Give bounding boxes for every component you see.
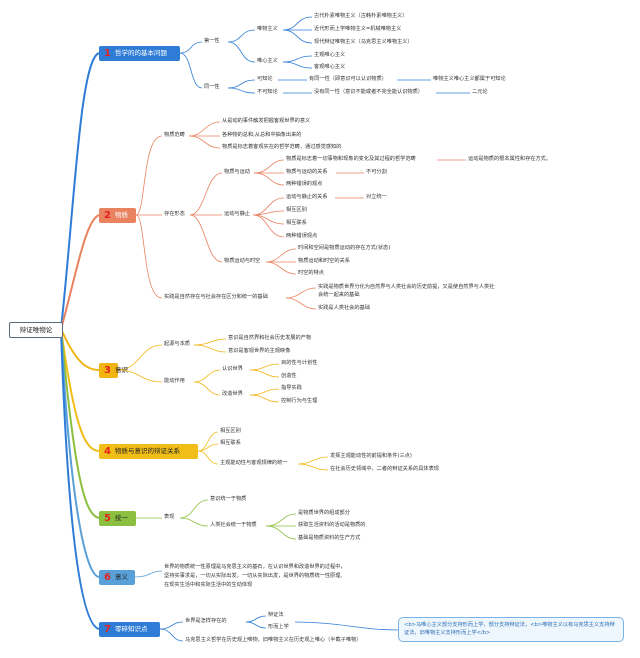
node[interactable]: 认识世界 [222,366,243,372]
node[interactable]: 辩证法 [268,612,284,618]
node[interactable]: 各种物的总和,从总和中抽象出来的 [222,132,302,138]
branch-label: 零碎知识点 [115,625,148,633]
node[interactable]: 对立统一 [366,194,387,200]
node[interactable]: 运动与静止的关系 [286,194,328,200]
node[interactable]: 在社会历史领域中，二者的辩证关系的具体表现 [330,466,439,472]
node[interactable]: 实践是人类社会的基础 [318,305,370,311]
node[interactable]: 唯物主义唯心主义都属于可知论 [433,76,506,82]
node[interactable]: 物质运动和时空的关系 [298,258,350,264]
node[interactable]: 在现实生活中和实际生活中的生动体现 [164,582,253,588]
node[interactable]: 相互区别 [286,207,307,213]
node[interactable]: 物质运动与时空 [224,258,261,264]
node[interactable]: 意识是自然界和社会历史发展的产物 [228,335,312,341]
node[interactable]: 坚持实事求是，一切从实际出发，一切从实际出发，是世界的物质统一性原理, [164,573,343,579]
node[interactable]: 从是动的事件触发把握客观世界的意义 [222,118,311,124]
node[interactable]: 意识统一于物质 [210,496,247,502]
node[interactable]: 第一性 [204,38,220,44]
node[interactable]: 时间和空间是物质运动的存在方式(状态) [298,245,391,251]
node[interactable]: 可知论 [257,76,273,82]
branch-7[interactable]: 7 零碎知识点 [99,622,160,637]
node[interactable]: 形而上学 [268,624,289,630]
branch-label: 统一 [115,514,128,522]
node[interactable]: 实践是自然存在与社会存在区分和统一的基础 [164,294,268,300]
branch-5[interactable]: 5 统一 [99,511,136,526]
node[interactable]: 相互区别 [220,428,241,434]
node[interactable]: 古代朴素唯物主义（古韩朴素唯物主义） [314,13,408,19]
node[interactable]: 意识是客观世界的主观映像 [228,348,291,354]
node[interactable]: 发挥主观能动性的前提和条件(三点) [330,453,412,459]
branch-number: 4 [104,446,111,457]
branch-6[interactable]: 6 意义 [99,570,135,585]
node[interactable]: 近代形而上学唯物主义=机械唯物主义 [314,26,402,32]
node[interactable]: 实践是物质世界分化为自然界与人类社会的历史前提，又是使自然界与人类社 [318,284,495,290]
node[interactable]: 唯心主义 [257,58,278,64]
node[interactable]: 控制行为与生理 [281,398,318,404]
node[interactable]: 马克思主义哲学在历史观上唯物，旧唯物主义在历史观上唯心（半截子唯物） [185,637,362,643]
node[interactable]: 物质是标志着一切事物和现象的变化及其过程的哲学范畴 [286,156,416,162]
branch-number: 6 [104,572,111,583]
branch-2[interactable]: 2 物质 [99,208,136,223]
node[interactable]: 运动是物质的根本属性和存在方式。 [468,156,552,162]
node[interactable]: 是物质世界的组成部分 [298,510,350,516]
node[interactable]: 物质与运动 [224,169,250,175]
node[interactable]: 物质与运动的关系 [286,169,328,175]
branch-number: 1 [104,48,111,59]
node[interactable]: 唯物主义 [257,26,278,32]
node[interactable]: 主观能动性与客观规律的统一 [220,460,288,466]
node[interactable]: 二元论 [472,89,488,95]
node[interactable]: 创造性 [281,373,297,379]
branch-3[interactable]: 3 意识 [99,363,128,378]
node[interactable]: 物质范畴 [164,132,185,138]
branch-label: 物质 [115,211,128,219]
node[interactable]: 有同一性（即意识可以认识物质） [309,76,387,82]
branch-1[interactable]: 1 哲学的的基本问题 [99,46,180,61]
node[interactable]: 表现 [164,514,175,520]
node[interactable]: 主观唯心主义 [314,52,346,58]
node[interactable]: 人类社会统一于物质 [210,522,257,528]
branch-number: 3 [104,365,111,376]
node[interactable]: 物质是标志着客观实在的哲学范畴，通过感觉感知的 [222,144,342,150]
branch-number: 7 [104,624,111,635]
node[interactable]: 基础是物质资料的生产方式 [298,535,361,541]
branch-number: 2 [104,210,111,221]
node[interactable]: 运动与静止 [224,211,250,217]
branch-label: 物质与意识的辩证关系 [115,447,180,455]
node[interactable]: 目的性与计划性 [281,360,318,366]
node[interactable]: 不可分割 [366,169,387,175]
branch-label: 意识 [115,366,128,374]
node[interactable]: 不可知论 [257,89,278,95]
branch-4[interactable]: 4 物质与意识的辩证关系 [99,444,198,459]
node[interactable]: 两种错误的观点 [286,181,323,187]
node[interactable]: 世界是怎样存在的 [185,618,227,624]
node[interactable]: 起源与本质 [164,341,190,347]
node[interactable]: 改造世界 [222,391,243,397]
node[interactable]: 世界的物质统一性原理是马克思主义的基石，在认识世界和改造世界的过程中， [164,564,346,570]
node[interactable]: 会统一起来的基础 [318,292,360,298]
node[interactable]: 获取生活资料的活动是物质的 [298,522,366,528]
node[interactable]: 指导实践 [281,385,302,391]
branch-label: 意义 [115,573,128,581]
node[interactable]: 两种错误观点 [286,233,318,239]
node[interactable]: 没有同一性（意识不能或者不完全能认识物质） [314,89,423,95]
node[interactable]: 时空的特点 [298,270,324,276]
node[interactable]: 同一性 [204,84,220,90]
branch-number: 5 [104,513,111,524]
node[interactable]: 现代辩证唯物主义（马克思主义唯物主义） [314,39,413,45]
root-topic[interactable]: 辩证唯物论 [9,322,63,338]
node[interactable]: 客观唯心主义 [314,64,346,70]
node[interactable]: 相互联系 [286,220,307,226]
node[interactable]: 能动作用 [164,378,185,384]
callout-note[interactable]: <b>马唯心主义部分支持形而上学，部分支持辩证法，<b>唯物主义以有马克思主义支… [398,617,624,642]
node[interactable]: 存在形态 [164,211,185,217]
branch-label: 哲学的的基本问题 [115,49,167,57]
node[interactable]: 相互联系 [220,440,241,446]
